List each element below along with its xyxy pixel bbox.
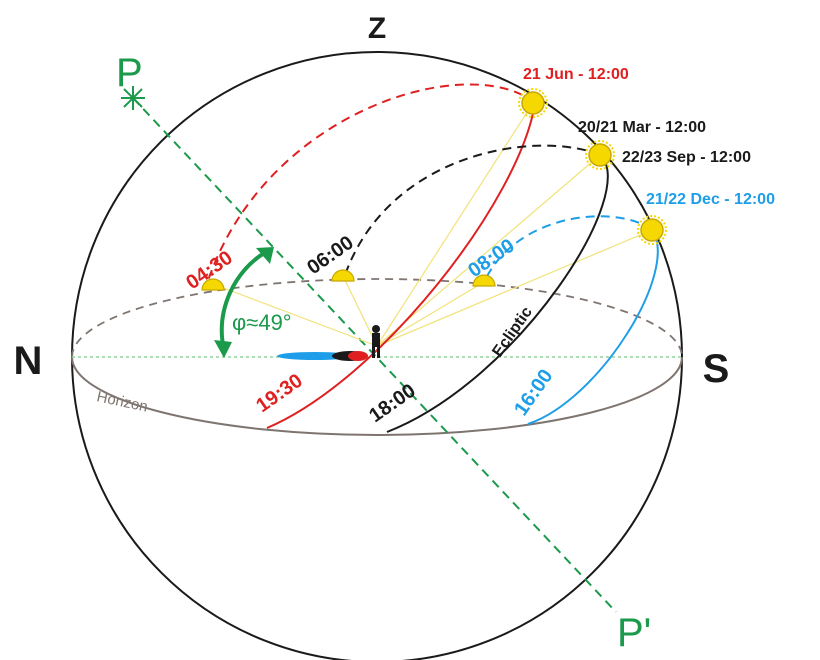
december-set-time: 16:00	[510, 365, 557, 420]
december-date-label: 21/22 Dec - 12:00	[646, 191, 775, 208]
latitude-arrow-top	[256, 247, 274, 264]
horizon-far-edge	[71, 278, 683, 358]
zenith-label: Z	[368, 12, 386, 45]
december-rise-time: 08:00	[464, 235, 519, 282]
september-date-label: 22/23 Sep - 12:00	[622, 149, 751, 166]
horizon-near-edge	[71, 356, 683, 436]
pole-label: P	[116, 51, 143, 95]
sun-icon	[201, 278, 225, 291]
latitude-arrow-bottom	[214, 340, 232, 358]
june-set-time: 19:30	[252, 370, 307, 417]
december-path-below	[484, 215, 653, 281]
south-label: S	[703, 347, 730, 391]
equinox-path-below	[344, 144, 601, 276]
ecliptic-label: Ecliptic	[489, 304, 536, 360]
latitude-label: φ≈49°	[232, 310, 292, 335]
latitude-arc	[219, 250, 268, 351]
sun-icon	[637, 215, 667, 245]
sun-icon	[585, 140, 615, 170]
june-path-below	[204, 83, 536, 291]
sun-icon	[331, 269, 355, 282]
december-path-above	[527, 229, 659, 425]
star-icon	[121, 86, 145, 110]
north-label: N	[14, 339, 43, 383]
march-date-label: 20/21 Mar - 12:00	[578, 119, 706, 136]
sun-rays	[212, 102, 653, 347]
sun-icon	[518, 88, 548, 118]
june-date-label: 21 Jun - 12:00	[523, 66, 629, 83]
horizon-label: Horizon	[95, 388, 149, 415]
observer-icon	[277, 325, 380, 361]
sun-icon	[472, 274, 496, 287]
opposite-pole-label: P'	[617, 611, 651, 655]
equinox-path-above	[386, 154, 609, 433]
